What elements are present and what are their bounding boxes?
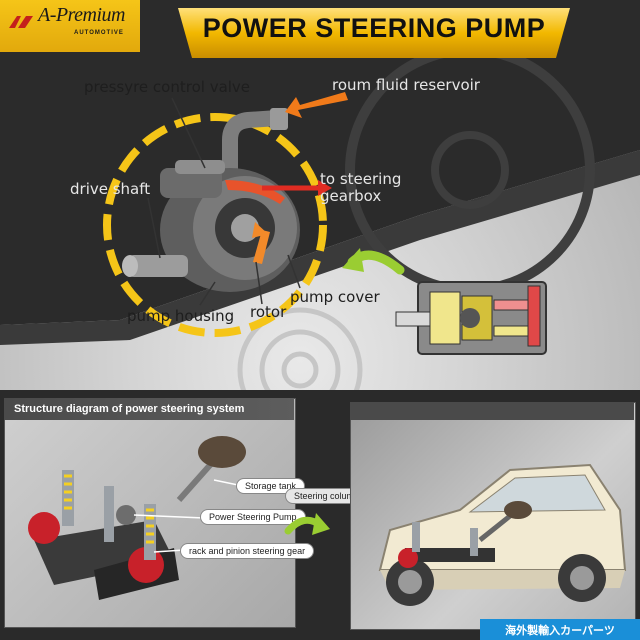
front-hub [398,570,422,594]
label-pump-housing: pump housing [127,307,235,325]
label-rack-and-pinion: rack and pinion steering gear [180,543,315,559]
pipe-fitting [270,108,288,130]
car-strut-right [470,528,478,556]
leader-pump [133,514,205,519]
dark-background-wedge [0,0,640,325]
car-strut-left [412,522,420,552]
left-spring [64,474,72,510]
valve-cap [175,160,225,174]
structure-panel-header [4,398,294,420]
brand-tagline: AUTOMOTIVE [74,30,124,36]
dashed-highlight-circle [103,113,327,337]
brand-name: A-Premium [38,4,125,26]
watermark-badge [480,619,640,640]
rear-hub [570,566,594,590]
pump-unit [116,505,136,525]
watermark-text: 海外製輸入カーパーツ [505,624,615,637]
leader-storage [213,479,239,486]
vehicle-panel-header [350,402,634,420]
inlet-pipe [222,110,286,183]
rotor-arrow-head [252,222,268,238]
shaft-end [122,255,138,277]
rotor-hub [231,214,259,242]
car-windows [468,474,606,513]
drive-shaft [128,255,188,277]
leader-valve [171,97,206,169]
leader-rack [153,549,185,553]
label-steering-gearbox: to steering gearbox [320,170,402,205]
label-rotor: rotor [250,303,287,321]
left-brake-disc [28,512,60,544]
left-strut [62,470,74,526]
background-stripe [0,150,640,345]
leader-housing [199,281,216,306]
right-spring [146,508,154,544]
target-ring-3 [281,351,319,389]
target-ring-2 [259,329,341,390]
ghost-wheel-hub [431,131,509,209]
green-arrow-head [342,248,364,272]
target-ring-1 [237,307,363,390]
panel-transition-arrow [284,513,330,535]
title-banner [178,8,570,58]
leader-shaft [147,197,161,259]
subframe [34,520,174,585]
steering-wheel [198,436,246,468]
valve-housing [160,168,222,198]
car-steering-wheel [504,501,532,519]
center-strut [104,486,114,542]
label-fluid-reservoir: roum fluid reservoir [332,76,480,94]
pressure-flow [225,180,285,204]
page-title: POWER STEERING PUMP [202,13,546,43]
valve-cross-section [395,281,547,355]
vehicle-illustration [378,463,627,606]
gearbox-arrow-head [318,180,332,196]
structure-panel-title: Structure diagram of power steering syst… [14,403,245,415]
leader-cover [287,254,301,289]
pump-illustration [103,92,547,355]
label-pressure-control-valve: pressyre control valve [84,78,251,96]
leader-rotor [255,261,263,305]
logo-mark-icon [9,16,33,28]
label-drive-shaft: drive shaft [70,180,151,198]
rotor-flow-arrow [253,230,270,264]
steering-system-illustration [28,436,246,600]
reservoir-arrow [285,92,348,118]
label-pump-cover: pump cover [290,288,380,306]
car-brake-left [398,548,418,568]
